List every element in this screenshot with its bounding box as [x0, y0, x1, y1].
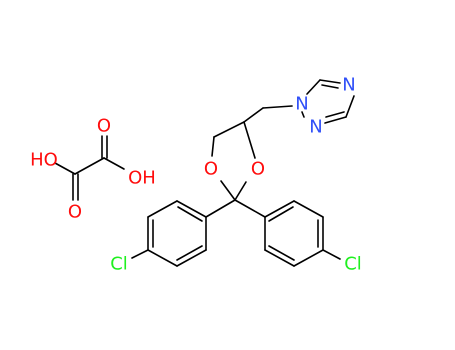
chlorophenyl-left: Cl [110, 199, 236, 275]
bond [211, 136, 215, 157]
triazole-ring: N N N [295, 75, 355, 138]
bond [147, 200, 178, 218]
atom-label-n4: N [342, 75, 355, 96]
atom-label-o-carbonyl-bottom: O [68, 202, 82, 223]
bond [243, 121, 256, 159]
atom-label-oh: OH [128, 168, 156, 189]
bond [262, 105, 293, 109]
bond [176, 200, 207, 218]
bond [306, 79, 321, 95]
bond [213, 121, 245, 138]
bond [243, 107, 264, 123]
dioxolane-ring: O O [204, 105, 293, 201]
atom-label-cl-left: Cl [110, 254, 128, 275]
bond [325, 111, 345, 118]
atom-label-o-ring-left: O [204, 159, 218, 180]
chlorophenyl-right: Cl [234, 199, 362, 275]
bond [176, 245, 203, 261]
bond [268, 245, 295, 261]
atom-label-ho: HO [30, 150, 58, 171]
bond [177, 206, 203, 222]
bond [220, 180, 236, 201]
bond [293, 200, 324, 218]
bond [131, 249, 149, 259]
bond [293, 249, 324, 267]
oxalic-acid: HO OH O O [30, 116, 156, 223]
bond [322, 249, 341, 260]
atom-label-cl-right: Cl [344, 254, 362, 275]
bond [74, 157, 105, 175]
bond [319, 79, 341, 84]
atom-label-o-ring-right: O [251, 159, 265, 180]
bond [103, 157, 125, 170]
bond [321, 84, 339, 89]
atom-label-n2: N [309, 117, 322, 138]
bond [301, 111, 305, 118]
bond [234, 181, 247, 201]
bond [54, 162, 76, 175]
bond [264, 249, 295, 267]
bond [345, 95, 355, 118]
bond [324, 116, 347, 124]
atom-label-o-carbonyl-top: O [97, 116, 111, 137]
bond [268, 206, 294, 222]
atom-label-n1: N [295, 94, 308, 115]
bond [205, 199, 236, 218]
bond [234, 199, 266, 218]
bond [176, 249, 207, 267]
bond [264, 200, 295, 218]
bond [147, 249, 178, 267]
